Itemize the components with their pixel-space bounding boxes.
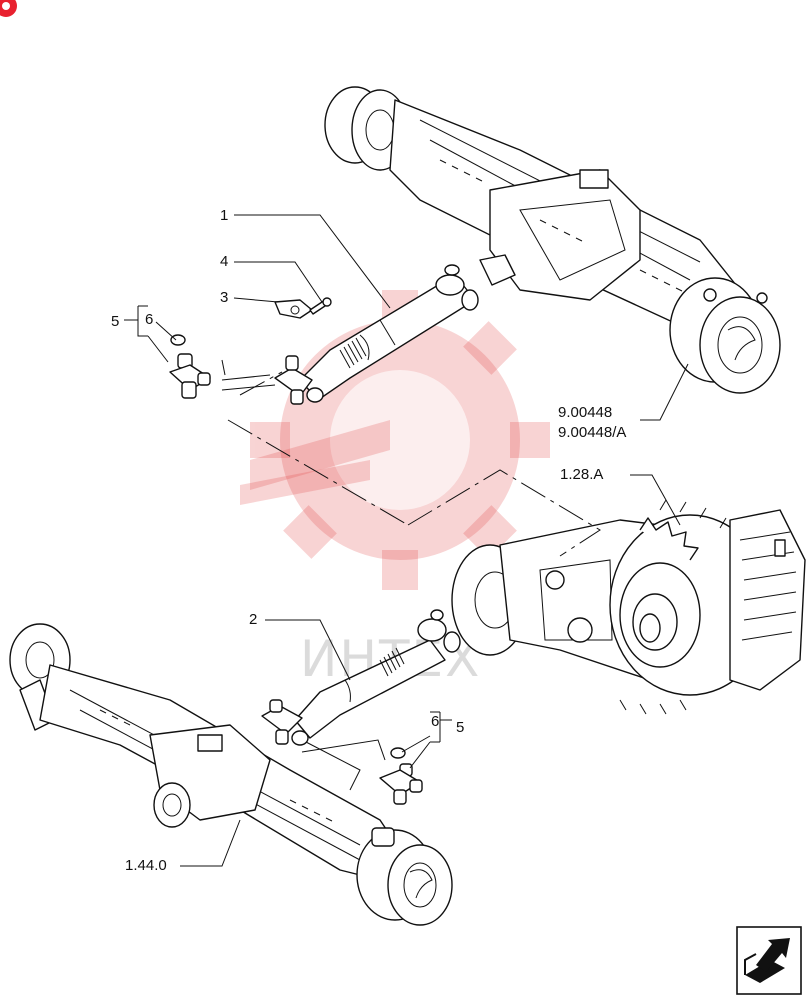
cross-kit-upper: [169, 353, 211, 399]
callout-2: 2: [249, 611, 257, 628]
ring-part-lower: [390, 747, 406, 759]
upper-drive-shaft: [274, 264, 479, 405]
rear-axle-assembly: [324, 86, 781, 394]
callout-6-lower: 6: [431, 713, 439, 730]
ref-transmission: 1.28.A: [560, 466, 603, 483]
brand-badge-icon: [0, 0, 17, 17]
cross-kit-lower: [379, 763, 423, 805]
ring-part-upper: [170, 334, 186, 346]
lower-drive-shaft: [261, 609, 461, 746]
ref-front-axle: 1.44.0: [125, 857, 167, 874]
callout-1: 1: [220, 207, 228, 224]
ref-rear-axle-1: 9.00448: [558, 404, 612, 421]
front-axle-assembly: [9, 623, 453, 926]
leader-lines: [124, 214, 689, 867]
callout-5-upper: 5: [111, 313, 119, 330]
next-page-arrow-icon[interactable]: [736, 926, 802, 995]
callout-3: 3: [220, 289, 228, 306]
callout-6-upper: 6: [145, 311, 153, 328]
callout-5-lower: 5: [456, 719, 464, 736]
ref-rear-axle-2: 9.00448/A: [558, 424, 626, 441]
transmission-assembly: [451, 499, 806, 715]
bolt-part: [309, 297, 332, 315]
bracket-part: [274, 299, 313, 319]
callout-4: 4: [220, 253, 228, 270]
